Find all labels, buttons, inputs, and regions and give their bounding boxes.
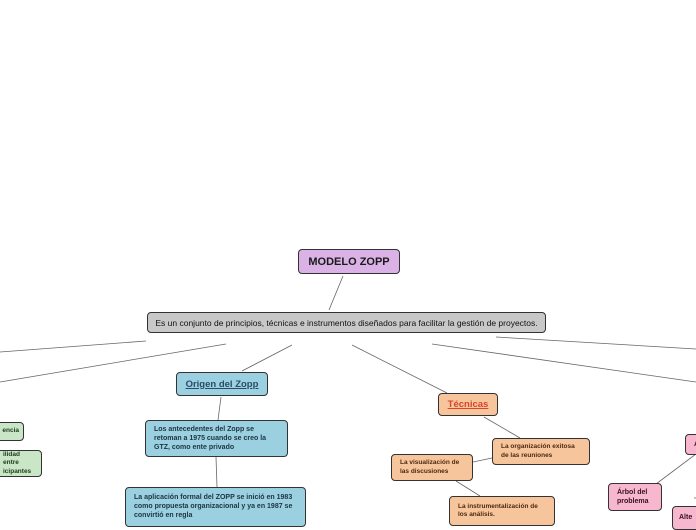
origen-label: Origen del Zopp bbox=[185, 378, 259, 390]
left-partial-label-2: ilidad entre icipantes bbox=[3, 450, 32, 475]
arbol-problema-node[interactable]: Árbol del problema bbox=[608, 483, 662, 511]
link-right-arbol bbox=[655, 453, 696, 485]
tecnicas-node[interactable]: Técnicas bbox=[438, 393, 498, 416]
organizacion-label: La organización exitosa de las reuniones bbox=[501, 443, 575, 459]
alternativas-node[interactable]: Alte bbox=[672, 506, 696, 530]
description-node[interactable]: Es un conjunto de principios, técnicas e… bbox=[147, 312, 546, 333]
link-description-tecnicas bbox=[351, 344, 448, 394]
instrumentalizacion-node[interactable]: La instrumentalización de los análisis. bbox=[449, 496, 555, 526]
link-visualizacion-instrumentalizacion bbox=[455, 480, 481, 497]
link-description-origen bbox=[241, 344, 293, 372]
visualizacion-node[interactable]: La visualización de las discusiones bbox=[391, 454, 473, 481]
left-partial-node-1[interactable]: encia bbox=[0, 422, 24, 441]
link-antecedentes-aplicacion bbox=[215, 456, 218, 488]
left-partial-label-1: encia bbox=[2, 427, 19, 435]
link-description-left1 bbox=[0, 340, 147, 353]
right-partial-node-top[interactable]: A bbox=[685, 434, 696, 455]
link-description-left2 bbox=[0, 343, 227, 383]
link-origen-antecedentes bbox=[217, 396, 222, 421]
antecedentes-node[interactable]: Los antecedentes del Zopp se retoman a 1… bbox=[145, 420, 288, 457]
link-tecnicas-organizacion bbox=[483, 416, 521, 439]
link-description-right1 bbox=[495, 336, 696, 350]
left-partial-node-2[interactable]: ilidad entre icipantes bbox=[0, 450, 42, 477]
antecedentes-label: Los antecedentes del Zopp se retoman a 1… bbox=[154, 425, 267, 452]
link-organizacion-visualizacion bbox=[472, 457, 493, 463]
central-topic-node[interactable]: MODELO ZOPP bbox=[298, 249, 400, 274]
description-label: Es un conjunto de principios, técnicas e… bbox=[155, 317, 538, 328]
aplicacion-label: La aplicación formal del ZOPP se inició … bbox=[134, 494, 293, 520]
organizacion-node[interactable]: La organización exitosa de las reuniones bbox=[492, 438, 590, 465]
tecnicas-label: Técnicas bbox=[447, 399, 489, 410]
right-partial-label-top: A bbox=[694, 440, 696, 449]
link-description-right2 bbox=[431, 343, 696, 383]
visualizacion-label: La visualización de las discusiones bbox=[400, 459, 460, 475]
instrumentalizacion-label: La instrumentalización de los análisis. bbox=[458, 503, 538, 519]
link-title-description bbox=[328, 275, 344, 311]
central-topic-label: MODELO ZOPP bbox=[308, 255, 390, 268]
alternativas-label: Alte bbox=[679, 514, 693, 521]
arbol-problema-label: Árbol del problema bbox=[617, 488, 649, 505]
origen-node[interactable]: Origen del Zopp bbox=[176, 372, 268, 396]
aplicacion-node[interactable]: La aplicación formal del ZOPP se inició … bbox=[125, 487, 306, 527]
